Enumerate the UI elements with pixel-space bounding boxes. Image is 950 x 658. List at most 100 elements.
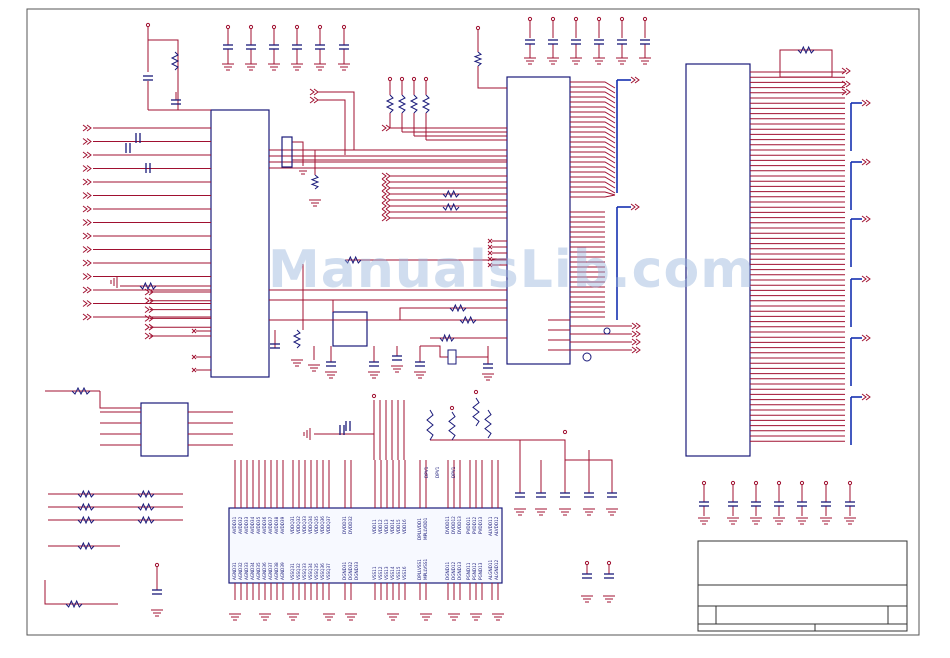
net-arrow <box>82 178 92 186</box>
ground-symbol <box>469 613 483 621</box>
resistor <box>426 409 434 441</box>
wire <box>570 194 616 198</box>
resistor <box>77 489 95 499</box>
capacitor <box>170 99 182 105</box>
pin-label: VSSQ31 <box>290 563 295 580</box>
pin-label: AGND35 <box>256 562 261 580</box>
power-pin <box>154 562 160 568</box>
capacitor <box>151 589 163 595</box>
capacitor <box>606 492 618 498</box>
pin-label: VSSQ34 <box>308 563 313 580</box>
pin-label: AGND31 <box>232 562 237 580</box>
connector <box>281 136 293 168</box>
capacitor <box>314 44 326 50</box>
resistor <box>292 329 302 349</box>
pin-label: MPLLVSS1 <box>423 558 428 580</box>
pin-label: VDDQ34 <box>308 516 313 534</box>
net-arrow <box>861 215 871 223</box>
ground-symbol <box>303 427 311 441</box>
pin-label: PVDD12 <box>472 516 477 534</box>
resistor <box>77 515 95 525</box>
pin-label: AGND36 <box>262 562 267 580</box>
capacitor <box>603 573 615 579</box>
capacitor <box>514 492 526 498</box>
resistor <box>139 281 157 291</box>
wire <box>570 176 616 184</box>
wire <box>302 264 334 312</box>
wire <box>367 307 507 321</box>
ground-symbol <box>513 508 527 516</box>
ground-symbol <box>558 508 572 516</box>
wire <box>292 141 304 166</box>
net-arrow <box>82 205 92 213</box>
resistor <box>409 94 419 114</box>
net-arrow <box>861 275 871 283</box>
wire <box>570 121 616 129</box>
ground-symbol <box>749 517 763 525</box>
ground-symbol <box>582 508 596 516</box>
wire <box>570 96 616 104</box>
net-arrow <box>82 313 92 321</box>
capacitor <box>268 44 280 50</box>
resistor <box>310 174 320 190</box>
net-arrow <box>82 259 92 267</box>
ground-symbol <box>523 57 537 65</box>
power-pin <box>799 480 805 486</box>
capacitor <box>773 501 785 507</box>
ground-symbol <box>290 63 304 71</box>
wire <box>570 111 616 119</box>
wire <box>570 191 616 196</box>
capacitor <box>414 361 426 367</box>
capacitor <box>727 501 739 507</box>
ground-symbol <box>244 63 258 71</box>
wire <box>570 171 616 179</box>
power-pin <box>399 76 405 82</box>
power-pin <box>584 560 590 566</box>
wire <box>487 244 493 250</box>
ground-symbol <box>367 371 381 379</box>
capacitor <box>570 39 582 45</box>
wire <box>570 136 616 144</box>
capacitor <box>325 361 337 367</box>
wire <box>570 161 616 169</box>
pin-label: PGND11 <box>466 562 471 580</box>
pin-label: PGND13 <box>478 562 483 580</box>
pin-label: ALVDD11 <box>488 516 493 536</box>
pin-label: ALGND11 <box>488 560 493 580</box>
resistor <box>170 51 180 71</box>
ground-symbol <box>267 63 281 71</box>
pin-label: AVDD32 <box>238 516 243 534</box>
power-pin <box>317 24 323 30</box>
resistor <box>397 94 407 114</box>
ground-symbol <box>324 371 338 379</box>
net-arrow <box>630 76 640 84</box>
ground-symbol <box>322 613 336 621</box>
pin-label: AVDD37 <box>268 516 273 534</box>
resistor <box>421 94 431 114</box>
wire <box>487 250 493 256</box>
ic-power-block <box>228 507 503 584</box>
wire <box>570 166 616 174</box>
ground-symbol <box>615 57 629 65</box>
pin-label: DPV1 <box>424 466 429 478</box>
resistor <box>137 489 155 499</box>
net-arrow <box>82 232 92 240</box>
pin-label: VDDQ37 <box>326 516 331 534</box>
wire <box>44 580 118 605</box>
capacitor <box>291 44 303 50</box>
ground-symbol <box>286 613 300 621</box>
net-arrow <box>309 88 319 96</box>
wire <box>476 439 613 492</box>
net-arrow <box>82 192 92 199</box>
net-arrow <box>82 124 92 132</box>
ic-left <box>210 109 270 378</box>
net-arrow <box>861 334 871 342</box>
wire <box>487 262 493 268</box>
ground-symbol <box>605 508 619 516</box>
pin-label: VDD12 <box>378 519 383 534</box>
wire <box>147 27 211 111</box>
ground-symbol <box>313 63 327 71</box>
ground-symbol <box>307 364 321 372</box>
pin-label: VSS12 <box>378 566 383 580</box>
pin-label: AGND32 <box>238 562 243 580</box>
